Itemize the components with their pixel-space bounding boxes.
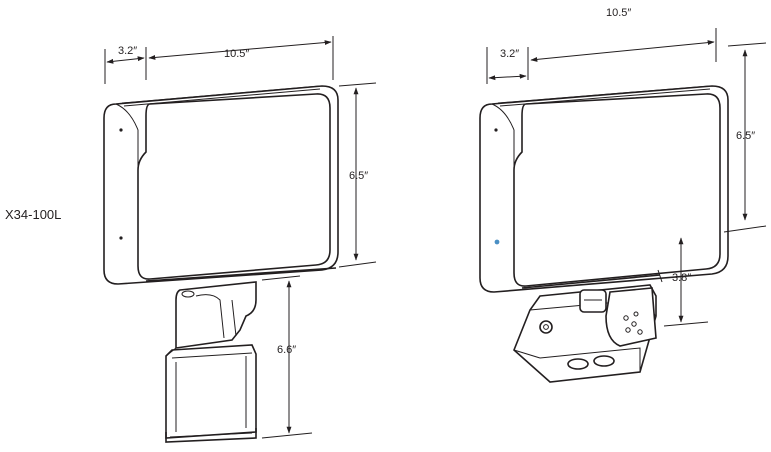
dim-mount-label: 3.8″	[672, 272, 691, 284]
indicator-dot-icon	[494, 239, 500, 245]
mounting-slot	[567, 358, 589, 370]
fixture-yoke-mount	[479, 85, 729, 383]
dim-mount-label: 6.6″	[277, 344, 296, 356]
dim-width-top-label: 10.5″	[606, 7, 631, 19]
dim-height-label: 6.5″	[736, 130, 755, 142]
dimensions-left: 3.2″ 10.5″ 6.5″ 6.6″	[104, 36, 377, 439]
dim-depth-label: 3.2″	[118, 45, 137, 57]
dimensions-right: 10.5″ 3.2″ 6.5″ 3.8″	[486, 7, 767, 327]
screw-icon	[494, 128, 498, 132]
aiming-holes	[623, 311, 643, 335]
dim-depth-label: 3.2″	[500, 48, 519, 60]
mounting-slot	[593, 355, 615, 367]
fixture-pole-mount	[103, 85, 339, 443]
bolt-icon	[539, 320, 553, 334]
screw-icon	[119, 128, 123, 132]
dim-height-label: 6.5″	[349, 170, 368, 182]
front-face	[137, 93, 331, 280]
model-label: X34-100L	[5, 207, 61, 222]
yoke-side-plate	[605, 287, 657, 347]
slipfitter-housing	[165, 344, 257, 439]
dim-width-label: 10.5″	[224, 48, 249, 60]
mount-nut	[579, 289, 607, 313]
screw-icon	[119, 236, 123, 240]
mount-knuckle	[175, 281, 257, 349]
front-face	[513, 93, 721, 287]
